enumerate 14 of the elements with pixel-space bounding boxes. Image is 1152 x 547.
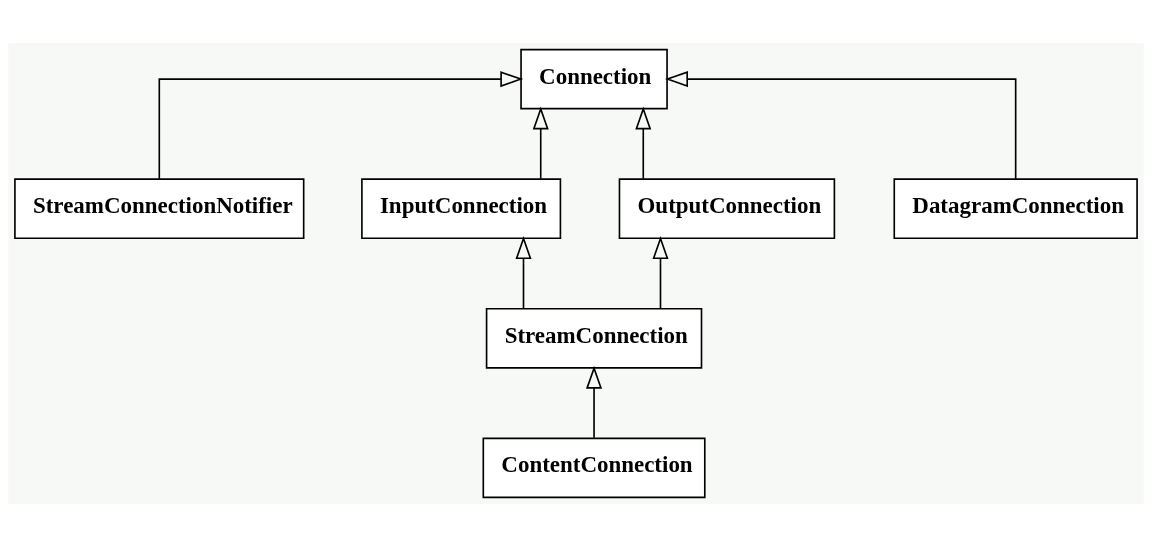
node-box: DatagramConnection (893, 178, 1138, 240)
node-box: InputConnection (361, 178, 562, 240)
node-box: Connection (520, 48, 668, 110)
node-box: OutputConnection (618, 178, 836, 240)
arrow (586, 365, 603, 439)
node-box: StreamConnectionNotifier (14, 178, 305, 240)
arrow (515, 236, 532, 310)
node-box: StreamConnection (485, 307, 703, 369)
arrow (635, 106, 652, 180)
arrow (665, 71, 1017, 180)
arrow (532, 106, 549, 180)
node-box: ContentConnection (482, 437, 706, 499)
arrow (652, 236, 669, 310)
arrow (158, 71, 524, 180)
